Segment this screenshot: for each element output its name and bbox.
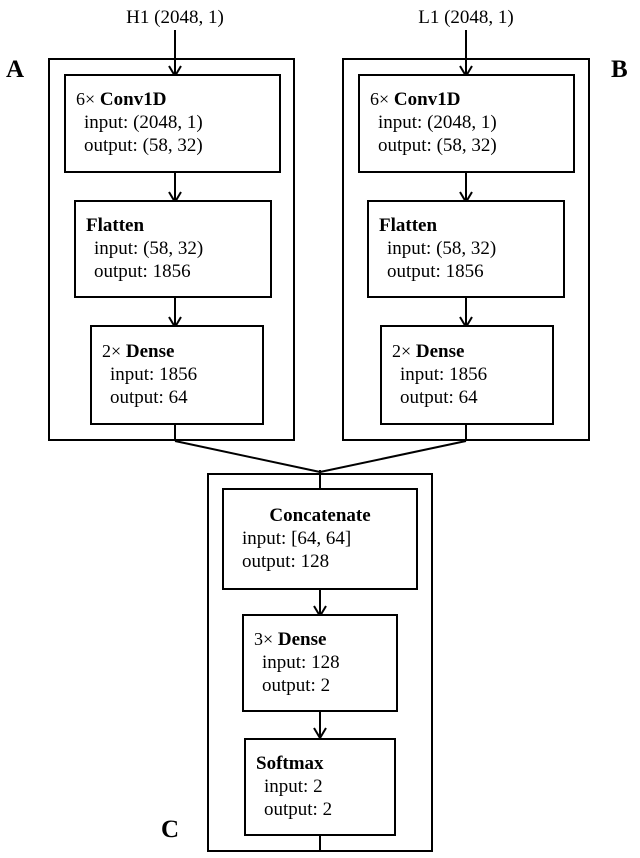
node-c-concatenate[interactable]: Concatenate input: [64, 64] output: 128 (222, 488, 418, 590)
panel-letter-c: C (161, 816, 180, 843)
node-c-softmax-output: output: 2 (264, 798, 333, 820)
node-c-dense[interactable]: 3× Dense input: 128 output: 2 (242, 614, 398, 712)
node-c-dense-input: input: 128 (262, 651, 340, 673)
panel-letter-b: B (611, 56, 628, 83)
node-a-flatten-output: output: 1856 (94, 260, 191, 282)
node-b-dense-title: 2× Dense (382, 341, 464, 363)
node-b-dense[interactable]: 2× Dense input: 1856 output: 64 (380, 325, 554, 425)
node-a-conv1d-mult: 6× (76, 89, 96, 109)
node-a-flatten-title: Flatten (76, 215, 144, 237)
node-b-dense-mult: 2× (392, 340, 412, 361)
node-a-flatten[interactable]: Flatten input: (58, 32) output: 1856 (74, 200, 272, 298)
node-c-concatenate-name: Concatenate (269, 504, 371, 526)
node-b-flatten-name: Flatten (379, 214, 438, 236)
node-c-softmax-title: Softmax (246, 753, 324, 775)
node-b-conv1d-mult: 6× (370, 89, 390, 109)
node-c-dense-mult: 3× (254, 628, 274, 649)
node-b-flatten-title: Flatten (369, 215, 437, 237)
node-b-flatten[interactable]: Flatten input: (58, 32) output: 1856 (367, 200, 565, 298)
node-a-conv1d-title: 6× Conv1D (66, 89, 166, 111)
input-caption-h1: H1 (2048, 1) (126, 7, 224, 28)
node-b-conv1d-name: Conv1D (393, 89, 461, 110)
wire-a-to-concat (174, 440, 321, 473)
node-a-conv1d-output: output: (58, 32) (84, 135, 203, 157)
node-a-dense-output: output: 64 (110, 386, 188, 408)
node-a-dense[interactable]: 2× Dense input: 1856 output: 64 (90, 325, 264, 425)
panel-a-container (48, 58, 295, 441)
node-a-conv1d[interactable]: 6× Conv1D input: (2048, 1) output: (58, … (64, 74, 281, 173)
node-c-concatenate-input: input: [64, 64] (242, 527, 352, 549)
node-b-dense-output: output: 64 (400, 386, 478, 408)
node-b-conv1d-output: output: (58, 32) (378, 135, 497, 157)
node-a-conv1d-input: input: (2048, 1) (84, 112, 203, 134)
node-a-dense-name: Dense (125, 340, 175, 362)
node-b-conv1d-input: input: (2048, 1) (378, 112, 497, 134)
node-b-flatten-input: input: (58, 32) (387, 237, 497, 259)
node-a-flatten-name: Flatten (86, 214, 145, 236)
node-c-softmax-input: input: 2 (264, 775, 323, 797)
node-c-dense-name: Dense (277, 628, 327, 650)
node-b-flatten-output: output: 1856 (387, 260, 484, 282)
node-b-dense-input: input: 1856 (400, 363, 488, 385)
node-c-softmax[interactable]: Softmax input: 2 output: 2 (244, 738, 396, 836)
node-c-concatenate-title: Concatenate (269, 505, 370, 527)
node-b-conv1d[interactable]: 6× Conv1D input: (2048, 1) output: (58, … (358, 74, 575, 173)
node-c-concatenate-output: output: 128 (242, 550, 330, 572)
wire-b-to-concat (319, 440, 467, 473)
node-a-dense-mult: 2× (102, 340, 122, 361)
panel-letter-a: A (6, 56, 25, 83)
node-a-dense-input: input: 1856 (110, 363, 198, 385)
node-c-softmax-name: Softmax (256, 752, 324, 774)
node-c-dense-output: output: 2 (262, 674, 331, 696)
node-c-dense-title: 3× Dense (244, 629, 326, 651)
node-b-dense-name: Dense (415, 340, 465, 362)
node-a-dense-title: 2× Dense (92, 341, 174, 363)
node-b-conv1d-title: 6× Conv1D (360, 89, 460, 111)
input-caption-l1: L1 (2048, 1) (418, 7, 514, 28)
node-a-flatten-input: input: (58, 32) (94, 237, 204, 259)
node-a-conv1d-name: Conv1D (99, 89, 167, 110)
